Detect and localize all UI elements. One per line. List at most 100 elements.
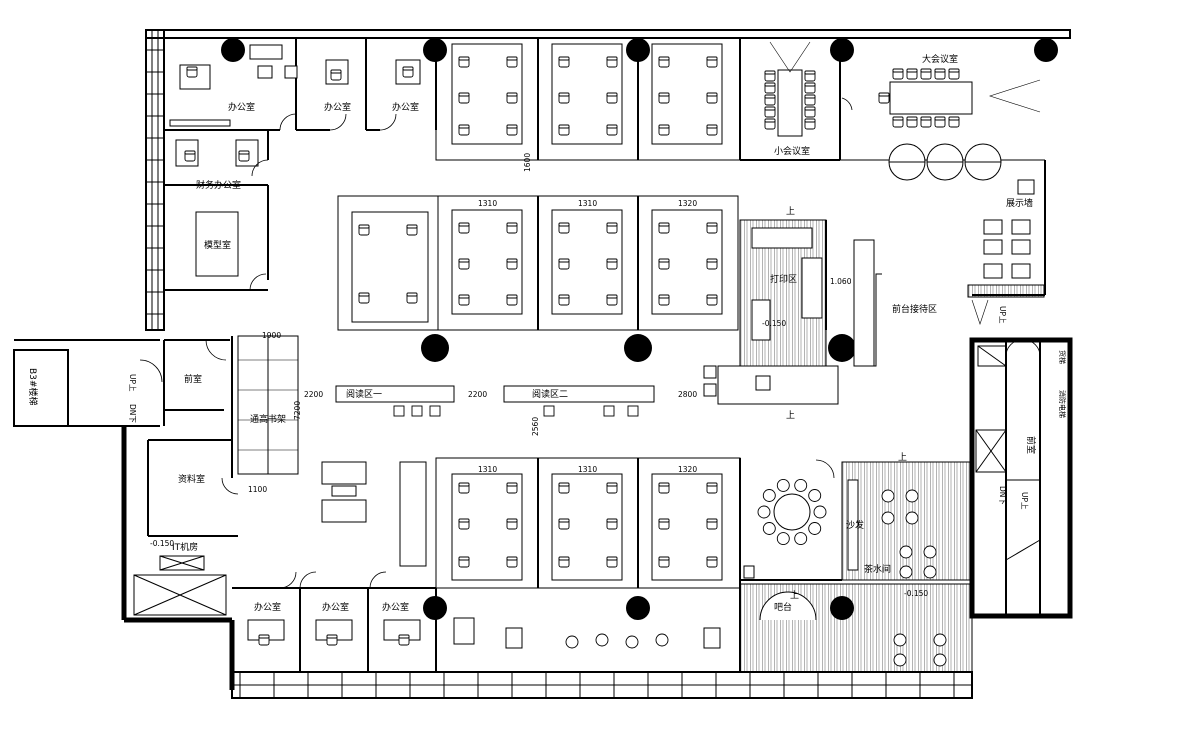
chair xyxy=(406,292,418,304)
room-labels: 办公室 办公室 办公室 财务办公室 模型室 小会议室 大会议室 展示墙 打印区 … xyxy=(27,53,1067,613)
round-chair xyxy=(762,522,776,535)
chair xyxy=(606,518,618,530)
chair xyxy=(764,82,776,94)
dim-label: 1320 xyxy=(678,465,697,474)
mullions xyxy=(146,49,955,698)
column xyxy=(626,596,650,620)
chair xyxy=(558,56,570,68)
chair xyxy=(458,294,470,306)
chair xyxy=(658,124,670,136)
reception xyxy=(853,179,1045,367)
room-label: 大会议室 xyxy=(922,53,958,65)
dim-label: 1310 xyxy=(578,199,597,208)
round-chair xyxy=(794,478,808,492)
chair xyxy=(358,292,370,304)
round-chair xyxy=(655,633,669,647)
column xyxy=(221,38,245,62)
room-label: 办公室 xyxy=(322,601,349,613)
chair xyxy=(706,92,718,104)
room-label: 模型室 xyxy=(204,239,231,251)
chair xyxy=(764,106,776,118)
lounge xyxy=(321,461,427,567)
chair xyxy=(558,258,570,270)
chair xyxy=(658,294,670,306)
room-label: 资料室 xyxy=(178,473,205,485)
room-label: 消防电梯 xyxy=(1058,390,1067,418)
round-chair xyxy=(776,478,790,492)
dim-label: 1900 xyxy=(262,331,281,340)
chair xyxy=(920,116,932,128)
chair xyxy=(458,482,470,494)
round-chair xyxy=(905,511,919,525)
chair xyxy=(506,222,518,234)
chair xyxy=(892,116,904,128)
chair xyxy=(804,106,816,118)
round-chair xyxy=(757,505,771,519)
stair-mark: UP上 xyxy=(1020,492,1029,510)
chair xyxy=(706,222,718,234)
chair xyxy=(458,124,470,136)
chair xyxy=(506,482,518,494)
dim-label: 1100 xyxy=(248,485,267,494)
round-chair xyxy=(893,633,907,647)
column xyxy=(830,38,854,62)
south-workstations xyxy=(435,457,741,589)
chair xyxy=(706,518,718,530)
stair-mark: UP上 xyxy=(128,374,137,392)
east-core xyxy=(975,339,1041,616)
stair-marks: UP上 DN下 DN下 UP上 上 上 上 上 UP上 xyxy=(128,206,1029,601)
chair xyxy=(764,70,776,82)
room-label: 办公室 xyxy=(392,101,419,113)
chair xyxy=(558,294,570,306)
round-chair xyxy=(933,633,947,647)
stair-mark: 上 xyxy=(898,452,907,463)
chair xyxy=(804,118,816,130)
chair xyxy=(804,70,816,82)
dim-label: 2200 xyxy=(468,390,487,399)
chair xyxy=(458,222,470,234)
room-label: 货梯 xyxy=(1058,350,1067,364)
chair xyxy=(706,482,718,494)
column xyxy=(624,334,652,362)
round-chair xyxy=(776,532,790,546)
middle-workstations xyxy=(337,195,739,331)
chair xyxy=(658,556,670,568)
chair xyxy=(706,56,718,68)
chair xyxy=(934,116,946,128)
chair xyxy=(658,258,670,270)
chair xyxy=(558,482,570,494)
south-offices xyxy=(232,571,721,672)
chair xyxy=(948,116,960,128)
dim-label: 1310 xyxy=(578,465,597,474)
chair xyxy=(506,518,518,530)
chair xyxy=(506,258,518,270)
round-chair xyxy=(893,653,907,667)
chair xyxy=(658,482,670,494)
room-label: 办公室 xyxy=(254,601,281,613)
meeting-rooms xyxy=(739,38,1045,181)
chair xyxy=(558,222,570,234)
stair-mark: 上 xyxy=(786,410,795,421)
round-chair xyxy=(881,489,895,503)
chair xyxy=(458,258,470,270)
dim-label: -0.150 xyxy=(904,589,928,598)
chair xyxy=(458,56,470,68)
stair-mark: 上 xyxy=(790,590,799,601)
chair xyxy=(606,482,618,494)
room-label: 阅读区二 xyxy=(532,388,568,400)
dim-label: -0.150 xyxy=(150,539,174,548)
chair xyxy=(906,68,918,80)
chair xyxy=(406,224,418,236)
chair xyxy=(558,518,570,530)
print-area xyxy=(739,219,827,367)
chair xyxy=(558,92,570,104)
column xyxy=(421,334,449,362)
column xyxy=(1034,38,1058,62)
chair xyxy=(658,222,670,234)
dim-label: 1320 xyxy=(678,199,697,208)
chair xyxy=(506,294,518,306)
chair xyxy=(606,56,618,68)
dim-label: 1310 xyxy=(478,199,497,208)
round-chair xyxy=(923,545,937,559)
room-label: 通高书架 xyxy=(250,413,286,425)
